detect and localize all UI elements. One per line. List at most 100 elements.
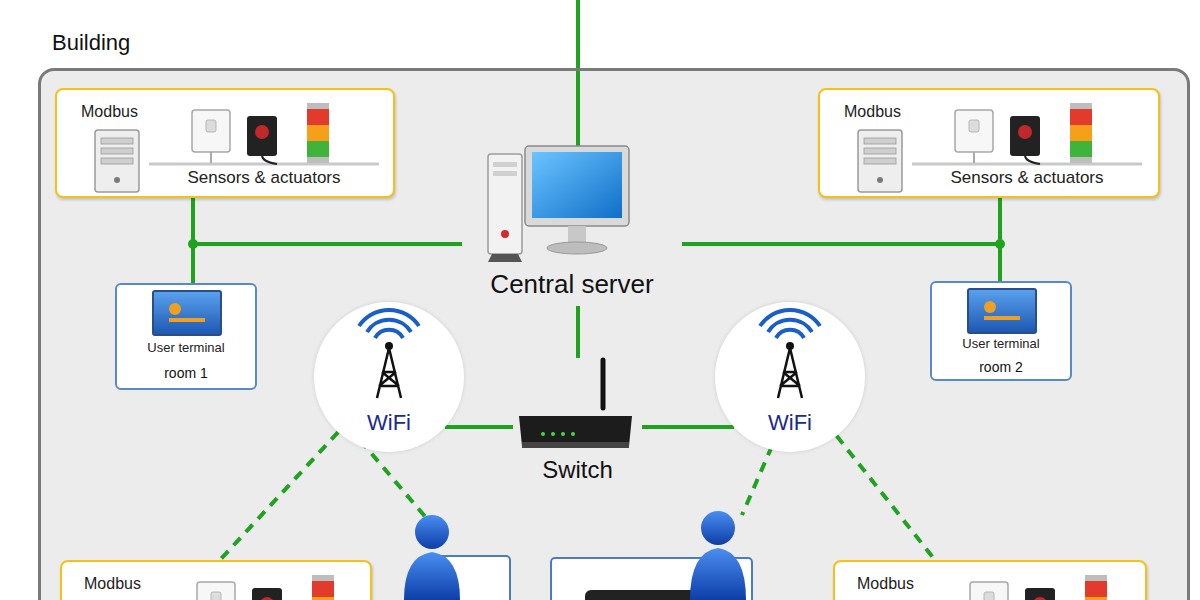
node-label: room 2 (936, 359, 1066, 375)
modbus-devices (1085, 597, 1107, 600)
server-computer (493, 162, 517, 167)
network-link (682, 198, 1000, 244)
modbus-devices (1025, 156, 1040, 164)
modbus-box: Modbus (60, 560, 372, 600)
network-link (576, 306, 580, 358)
modbus-devices (312, 575, 334, 581)
terminal-screen (153, 291, 221, 335)
router-device (522, 442, 629, 448)
router-device (571, 432, 575, 436)
modbus-devices (912, 163, 1142, 166)
wireless-link (742, 446, 772, 515)
modbus-devices (877, 177, 883, 183)
user-figure (404, 515, 460, 600)
node-label: room 1 (121, 365, 251, 381)
modbus-box: ModbusSensors & actuators (55, 88, 395, 198)
modbus-devices (970, 582, 1008, 600)
node-label: WiFi (735, 410, 845, 435)
modbus-devices (1025, 588, 1055, 600)
modbus-devices (1070, 109, 1092, 125)
modbus-devices (101, 158, 133, 164)
terminal-box: User terminal room 2 (930, 281, 1072, 381)
server-computer (488, 254, 522, 262)
server-computer (547, 242, 607, 254)
server-computer (532, 152, 622, 218)
terminal-box: User terminal room 1 (115, 283, 257, 390)
modbus-box: Modbus (833, 560, 1147, 600)
modbus-devices (1070, 141, 1092, 157)
antenna-symbol (359, 310, 419, 326)
router-device (561, 432, 565, 436)
modbus-devices (864, 138, 896, 144)
modbus-devices (984, 592, 994, 600)
network-link (642, 425, 734, 429)
user-figure (415, 515, 449, 549)
node-label: Sensors & actuators (149, 168, 379, 188)
modbus-devices (307, 125, 329, 141)
user-figure (690, 548, 746, 600)
modbus-devices (192, 110, 230, 152)
antenna-symbol (377, 348, 401, 398)
node-label: User terminal (936, 337, 1066, 352)
wifi-circle: WiFi (314, 302, 464, 452)
terminal-screen (984, 316, 1020, 320)
router-device (541, 432, 545, 436)
modbus-devices (307, 109, 329, 125)
antenna-symbol (760, 310, 820, 326)
modbus-devices (252, 588, 282, 600)
network-link (682, 244, 1000, 281)
server-computer (462, 138, 677, 268)
modbus-devices (262, 156, 277, 164)
node-label: WiFi (334, 410, 444, 435)
modbus-devices (95, 130, 139, 192)
network-link (445, 425, 513, 429)
modbus-devices (247, 116, 277, 156)
modbus-devices (307, 103, 329, 109)
node-label: User terminal (121, 341, 251, 356)
modbus-devices (312, 597, 334, 600)
modbus-devices (149, 163, 379, 166)
terminal-screen (169, 318, 205, 322)
terminal-screen (968, 289, 1036, 333)
node-label: Switch (513, 456, 642, 484)
modbus-devices (969, 120, 979, 132)
server-computer (568, 226, 586, 244)
wireless-link (360, 440, 428, 520)
user-figure (404, 552, 460, 600)
network-link (193, 198, 462, 244)
modbus-devices (255, 125, 269, 139)
modbus-devices (307, 141, 329, 157)
node-label: Modbus (81, 103, 181, 121)
node-label: Modbus (857, 575, 957, 593)
modbus-devices (312, 581, 334, 597)
antenna-symbol (778, 348, 802, 398)
modbus-devices (197, 582, 235, 600)
modbus-devices (1033, 597, 1047, 600)
modbus-devices (1010, 116, 1040, 156)
terminal-screen (984, 301, 996, 313)
antenna-symbol (367, 320, 411, 332)
wireless-link (837, 436, 935, 560)
switch-node: Switch (513, 358, 642, 490)
modbus-devices (1070, 157, 1092, 163)
antenna-symbol (776, 330, 804, 338)
server-computer (525, 146, 629, 226)
modbus-devices (114, 177, 120, 183)
building-ground (40, 70, 1189, 600)
router-device (551, 432, 555, 436)
modbus-devices (206, 120, 216, 132)
server-computer (501, 230, 509, 238)
modbus-devices (260, 597, 274, 600)
modbus-devices (307, 157, 329, 163)
network-link (193, 244, 462, 283)
modbus-devices (101, 138, 133, 144)
modbus-devices (210, 152, 212, 163)
modbus-devices (1085, 581, 1107, 597)
wifi-circle: WiFi (715, 302, 865, 452)
modbus-devices (858, 130, 902, 192)
modbus-devices (864, 148, 896, 154)
router-device (601, 360, 606, 408)
modbus-devices (1070, 125, 1092, 141)
router-device (519, 416, 632, 446)
modbus-devices (1085, 575, 1107, 581)
